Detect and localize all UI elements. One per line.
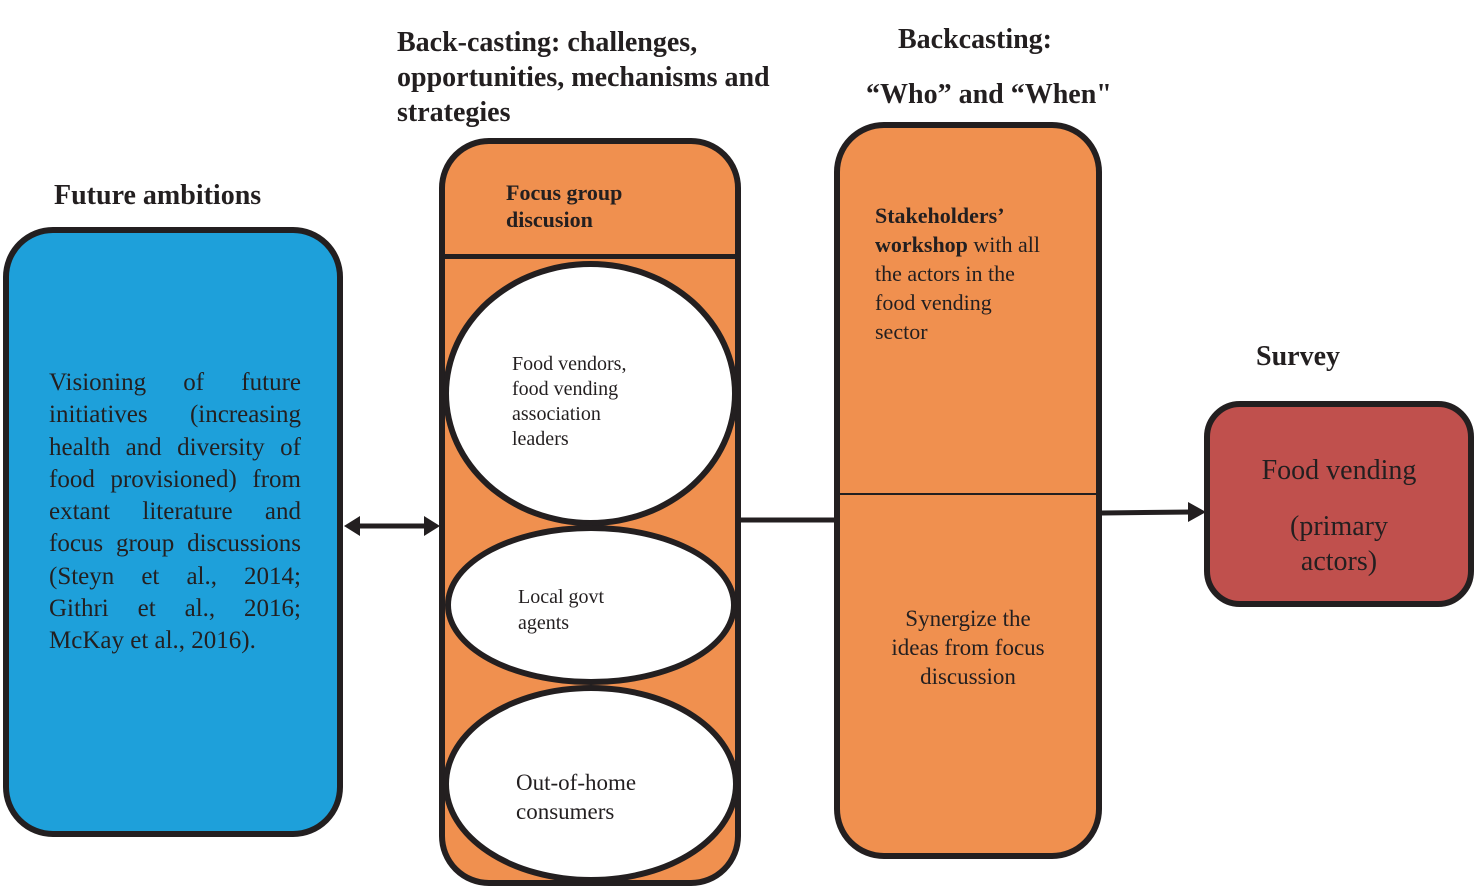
- ellipse-consumers: [443, 685, 739, 883]
- ellipse-consumers-text: Out-of-home consumers: [516, 768, 636, 826]
- workshop-bold-stakeholders: Stakeholders’: [875, 203, 1005, 228]
- workshop-line5: sector: [875, 319, 928, 344]
- focus-group-header: Focus group discusion: [506, 179, 622, 233]
- workshop-box: Stakeholders’ workshop with all the acto…: [834, 122, 1102, 859]
- heading-backcasting-who-when-line1: Backcasting:: [898, 24, 1052, 55]
- survey-text: Food vending (primary actors): [1210, 453, 1468, 579]
- workshop-lower-line2: ideas from focus: [891, 635, 1045, 660]
- food-vendors-line4: leaders: [512, 428, 569, 450]
- food-vendors-line2: food vending: [512, 378, 619, 400]
- workshop-line3: the actors in the: [875, 261, 1015, 286]
- ellipse-local-govt: [445, 525, 737, 685]
- consumers-line2: consumers: [516, 799, 615, 824]
- arrowhead-left: [344, 516, 360, 536]
- food-vendors-line3: association: [512, 403, 601, 425]
- heading-future-ambitions: Future ambitions: [54, 180, 262, 211]
- survey-line1: Food vending: [1261, 455, 1417, 486]
- ellipse-food-vendors: [443, 261, 738, 526]
- future-ambitions-text: Visioning of future initiatives (increas…: [49, 369, 301, 655]
- double-arrow-future-focus: [344, 516, 440, 536]
- workshop-line4: food vending: [875, 290, 992, 315]
- survey-line3: actors): [1300, 546, 1378, 577]
- survey-box: Food vending (primary actors): [1204, 401, 1474, 607]
- workshop-lower-line1: Synergize the: [905, 606, 1031, 631]
- survey-line2: (primary: [1290, 511, 1388, 542]
- workshop-bold-workshop: workshop: [875, 232, 968, 257]
- future-ambitions-box: Visioning of future initiatives (increas…: [3, 227, 343, 837]
- workshop-lower-text: Synergize the ideas from focus discussio…: [840, 604, 1096, 691]
- workshop-lower-line3: discussion: [920, 664, 1016, 689]
- heading-backcasting-challenges: Back-casting: challenges, opportunities,…: [397, 27, 770, 128]
- ellipse-food-vendors-text: Food vendors, food vending association l…: [512, 352, 626, 452]
- focus-group-header-line1: Focus group: [506, 180, 623, 205]
- heading-backcasting-who-when-line2: “Who” and “When": [866, 79, 1112, 110]
- local-govt-line2: agents: [518, 612, 570, 634]
- arrow-workshop-survey: [1101, 502, 1206, 522]
- local-govt-line1: Local govt: [518, 586, 605, 608]
- focus-group-header-line2: discusion: [506, 207, 593, 232]
- workshop-line2-rest: with all: [967, 232, 1041, 257]
- food-vendors-line1: Food vendors,: [512, 353, 627, 375]
- arrowhead-right: [424, 516, 440, 536]
- focus-group-divider: [445, 254, 735, 259]
- ellipse-local-govt-text: Local govt agents: [518, 584, 604, 636]
- workshop-upper-text: Stakeholders’ workshop with all the acto…: [875, 201, 1090, 346]
- workshop-divider: [840, 493, 1096, 495]
- heading-survey: Survey: [1256, 341, 1340, 372]
- consumers-line1: Out-of-home: [516, 770, 637, 795]
